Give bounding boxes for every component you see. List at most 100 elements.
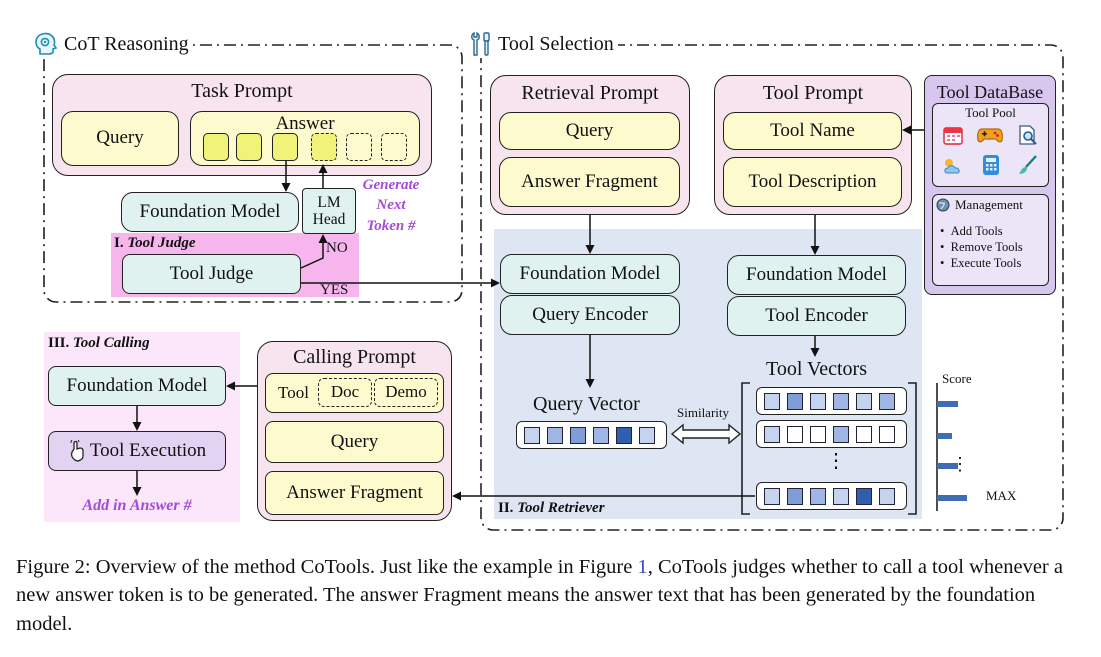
query-encoder-box: Query Encoder [500,295,680,335]
score-max-label: MAX [986,488,1017,503]
management-item: • Execute Tools [940,256,1022,270]
gamepad-icon [977,128,1003,143]
retriever-foundation-model: Foundation Model [500,254,680,294]
cot-query-box: Query [61,111,179,166]
management-item: • Add Tools [940,224,1003,238]
management-box [932,194,1049,286]
vector-cell [833,487,849,505]
tool-foundation-model-label: Foundation Model [746,263,887,285]
add-in-answer-label: Add in Answer # [82,497,192,514]
similarity-label: Similarity [677,405,729,420]
vector-cell [547,426,563,444]
tools-icon [471,31,490,56]
tool-prompt-title: Tool Prompt [762,82,864,104]
hand-tap-icon [70,440,84,462]
tool-description-label: Tool Description [748,170,877,192]
calling-prompt-title: Calling Prompt [293,346,416,368]
tool-calling-stage-label: III. Tool Calling [48,335,150,351]
score-bar [937,463,958,469]
cot-query-label: Query [96,127,144,149]
management-title: Management [955,197,1023,212]
management-item: • Remove Tools [940,240,1023,254]
weather-icon [944,159,960,174]
tool-retriever-stage-label: II. Tool Retriever [498,500,605,516]
tool-name-box: Tool Name [723,112,902,150]
retrieval-query-label: Query [565,119,614,141]
calling-query-label: Query [330,430,379,452]
yes-label: YES [320,282,349,298]
query-vector [516,421,667,449]
calling-foundation-model-label: Foundation Model [66,374,208,396]
vector-cell [879,392,895,410]
retriever-foundation-model-label: Foundation Model [519,262,661,284]
tool-encoder-box: Tool Encoder [727,296,906,336]
caption-figure-ref[interactable]: 1 [637,556,648,578]
cot-foundation-model-label: Foundation Model [139,200,281,222]
vector-cell [616,426,632,444]
vector-cell [787,425,803,443]
vector-cell [810,392,826,410]
vector-cell [639,426,655,444]
score-bar [937,401,958,407]
tool-foundation-model: Foundation Model [727,255,906,295]
retrieval-answer-fragment-label: Answer Fragment [521,170,658,192]
vector-cell [764,487,780,505]
tool-judge-box: Tool Judge [122,254,301,294]
vector-cell [593,426,609,444]
query-vector-title: Query Vector [533,393,640,415]
calling-query-box: Query [265,421,444,463]
vector-cell [833,425,849,443]
globe-gear-icon [936,198,950,212]
brain-head-icon [35,32,58,55]
tool-vector [756,420,907,448]
cot-foundation-model: Foundation Model [121,192,299,232]
vector-cell [764,392,780,410]
answer-token [236,133,262,161]
query-encoder-label: Query Encoder [532,303,648,325]
score-chart [936,383,967,511]
score-bar [937,433,952,439]
lm-head-label: LM Head [312,193,346,228]
calendar-icon [943,127,963,145]
calculator-icon [983,155,999,175]
vector-cell [787,487,803,505]
calling-tool-label: Tool [278,382,309,402]
answer-token [272,133,298,161]
caption-prefix: Figure 2: Overview of the method CoTools… [16,556,638,578]
tool-description-box: Tool Description [723,157,902,207]
demo-slot: Demo [374,378,438,407]
vector-cell [810,425,826,443]
vector-cell [787,392,803,410]
tool-judge-stage-label: I. Tool Judge [114,235,196,251]
tool-selection-title: Tool Selection [464,30,618,58]
tool-encoder-label: Tool Encoder [765,304,868,326]
tool-pool-title: Tool Pool [965,105,1016,120]
tool-calling-panel [44,332,240,522]
future-answer-token [346,133,372,161]
vector-cell [879,425,895,443]
cot-section-title: CoT Reasoning [28,30,193,58]
no-label: NO [326,240,348,256]
answer-label: Answer [275,113,335,134]
vector-cell [856,392,872,410]
tool-vectors-title: Tool Vectors [766,358,867,380]
score-ellipsis: ⋮ [951,454,969,474]
vector-cell [856,425,872,443]
calling-foundation-model: Foundation Model [48,366,226,406]
cot-frame [43,44,463,303]
next-answer-token [311,133,337,161]
tool-execution-label: Tool Execution [89,439,207,461]
calling-answer-fragment-box: Answer Fragment [265,471,444,515]
generate-next-token-label: Generate Next Token # [362,177,420,234]
vector-cell [810,487,826,505]
answer-token [203,133,229,161]
figure-caption: Figure 2: Overview of the method CoTools… [16,553,1086,638]
calling-answer-fragment-label: Answer Fragment [286,481,423,503]
retrieval-query-box: Query [499,112,680,150]
retrieval-prompt-title: Retrieval Prompt [521,82,659,104]
task-prompt-title: Task Prompt [191,80,293,102]
vector-cell [570,426,586,444]
score-axis-label: Score [942,371,972,386]
vector-cell [524,426,540,444]
vector-cell [764,425,780,443]
